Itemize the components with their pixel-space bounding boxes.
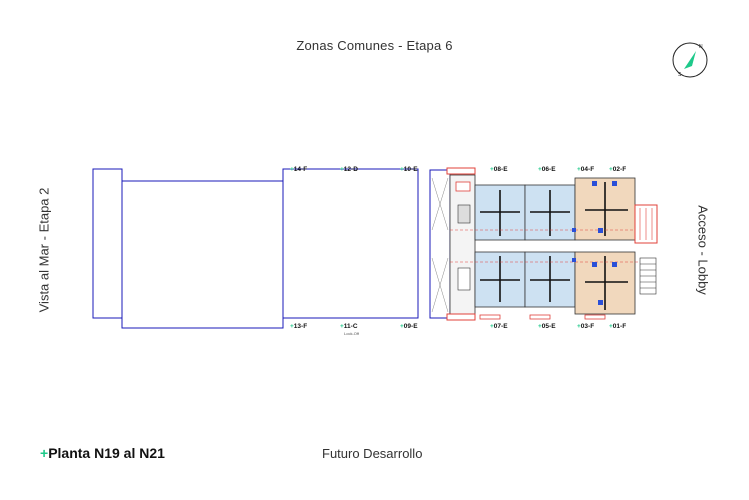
- fixtures: [572, 181, 617, 305]
- unit-label[interactable]: +08-E: [490, 166, 508, 173]
- unit-label[interactable]: +05-E: [538, 323, 556, 330]
- unit-label[interactable]: +14-F: [290, 166, 308, 173]
- compass-south: S: [678, 72, 682, 78]
- unit-label[interactable]: +02-F: [609, 166, 627, 173]
- page-title: Zonas Comunes - Etapa 6: [296, 38, 453, 53]
- unit-label[interactable]: +06-E: [538, 166, 556, 173]
- unit-sublabel: Lock-Off: [344, 331, 360, 336]
- plus-icon: +: [40, 445, 49, 461]
- compass: N S: [670, 40, 710, 80]
- unit-label[interactable]: +04-F: [577, 166, 595, 173]
- unit-label[interactable]: +10-E: [400, 166, 418, 173]
- future-development-label: Futuro Desarrollo: [322, 446, 423, 461]
- apartments-blue: [474, 184, 576, 308]
- unit-label[interactable]: +07-E: [490, 323, 508, 330]
- core-area: [429, 167, 476, 321]
- compass-icon: N S: [672, 42, 708, 78]
- unit-label[interactable]: +13-F: [290, 323, 308, 330]
- unit-label[interactable]: +09-E: [400, 323, 418, 330]
- future-development-outline: [92, 168, 419, 329]
- unit-label[interactable]: +03-F: [577, 323, 595, 330]
- plan-name: +Planta N19 al N21: [40, 445, 165, 461]
- unit-label[interactable]: +01-F: [609, 323, 627, 330]
- unit-label[interactable]: +11-C: [340, 323, 358, 330]
- window-accents: [479, 314, 606, 320]
- entrance-balcony: [634, 204, 658, 295]
- interior-walls: [480, 182, 628, 310]
- compass-north: N: [699, 44, 703, 50]
- unit-label[interactable]: +12-D: [340, 166, 358, 173]
- corridor-lines: [450, 229, 640, 263]
